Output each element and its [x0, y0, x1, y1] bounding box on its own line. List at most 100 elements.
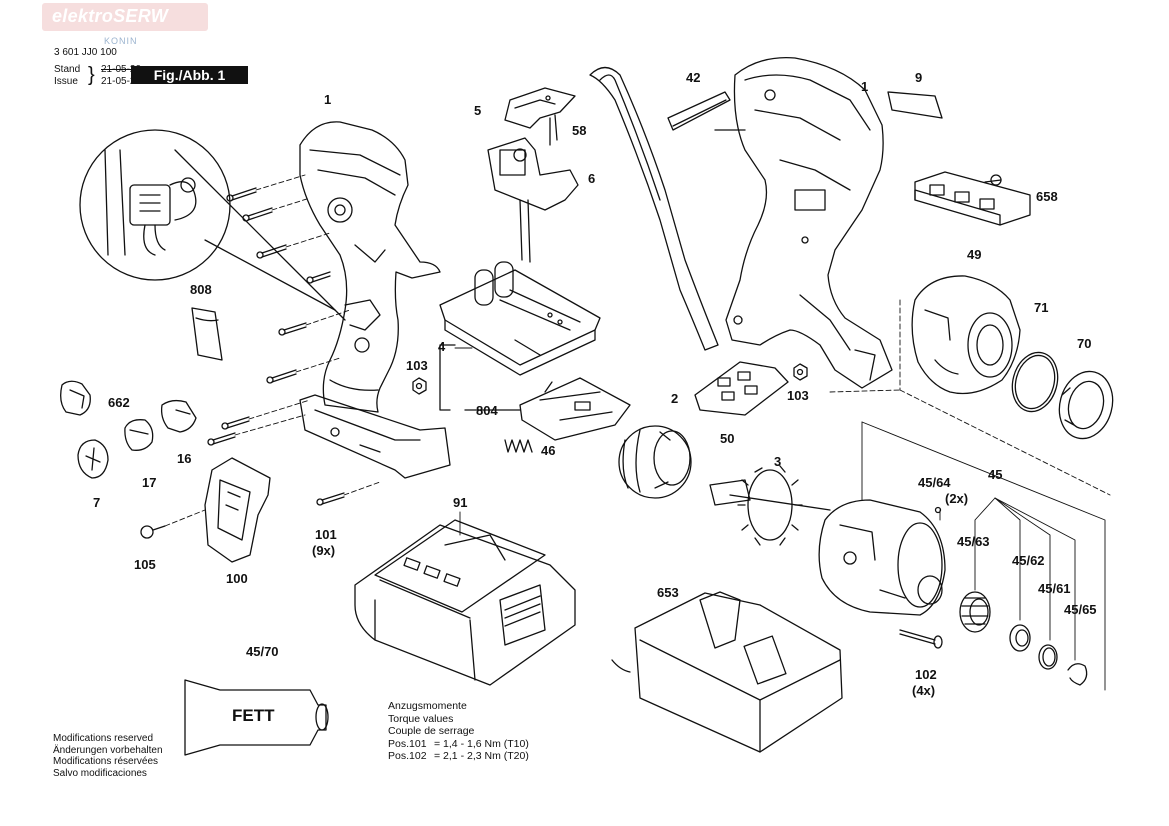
drawing-number: 3 601 JJ0 100 [54, 47, 117, 58]
stand-date: 21-05-20 [101, 64, 142, 75]
torque-pos-101: Pos.101 [388, 737, 427, 750]
torque-values: Anzugsmomente Torque values Couple de se… [388, 700, 529, 763]
brace-icon: } [88, 64, 95, 86]
part-label-45-65: 45/65 [1064, 602, 1097, 617]
cover-leaders [829, 299, 1111, 496]
torque-title-fr: Couple de serrage [388, 725, 475, 737]
ring-70 [1058, 370, 1114, 440]
screw-102 [899, 629, 943, 649]
gear-rings [934, 506, 1088, 686]
part-label-105: 105 [134, 557, 156, 572]
part-label-9: 9 [915, 70, 923, 85]
part-label-662: 662 [108, 395, 130, 410]
detail-magnifier [79, 129, 346, 321]
part-label-103-left: 103 [406, 358, 428, 373]
part-label-5: 5 [474, 103, 482, 118]
small-left-parts [60, 380, 197, 479]
ring-71 [1011, 351, 1059, 413]
torque-title-de: Anzugsmomente [388, 700, 467, 712]
part-label-3: 3 [774, 454, 782, 469]
label-42 [667, 91, 731, 131]
part-label-42: 42 [686, 70, 701, 85]
part-label-6: 6 [588, 171, 596, 186]
torque-val-101: = 1,4 - 1,6 Nm (T10) [434, 737, 529, 750]
part-label-58: 58 [572, 123, 587, 138]
screws-101 [207, 187, 345, 506]
modifications-es: Salvo modificaciones [53, 767, 147, 779]
part-label-101-qty: (9x) [312, 543, 336, 558]
part-label-4: 4 [438, 339, 446, 354]
stator-2 [618, 425, 692, 499]
part-label-91: 91 [453, 495, 468, 510]
foot-50 [694, 361, 789, 416]
part-label-100: 100 [226, 571, 248, 586]
part-label-7: 7 [93, 495, 101, 510]
label-808 [191, 307, 223, 361]
housing-foot [299, 394, 451, 479]
switch-6 [487, 137, 579, 263]
gear-housing-45 [818, 499, 946, 616]
torque-pos-102: Pos.102 [388, 750, 427, 762]
part-label-50: 50 [720, 431, 735, 446]
part-label-49: 49 [967, 247, 982, 262]
part-label-102: 102 [915, 667, 937, 682]
part-label-45-61: 45/61 [1038, 581, 1071, 596]
part-label-808: 808 [190, 282, 212, 297]
part-label-103-right: 103 [787, 388, 809, 403]
brand-sublabel: KONIN [104, 36, 138, 46]
part-label-653: 653 [657, 585, 679, 600]
torque-title-en: Torque values [388, 712, 454, 725]
stand-label: Stand [54, 64, 81, 75]
part-label-71: 71 [1034, 300, 1049, 315]
part-label-45: 45 [988, 467, 1003, 482]
modifications-en: Modifications reserved [53, 733, 154, 744]
part-label-45-62: 45/62 [1012, 553, 1045, 568]
spring-46 [504, 439, 533, 453]
part-label-45-63: 45/63 [957, 534, 990, 549]
part-label-16: 16 [177, 451, 192, 466]
electronics-module-4 [439, 261, 601, 411]
belt-clip-100 [140, 457, 271, 563]
modifications-de: Änderungen vorbehalten [53, 744, 163, 756]
part-label-45-70: 45/70 [246, 644, 279, 659]
strap-58 [589, 66, 719, 351]
nuts-103 [412, 363, 808, 395]
figure-label: Fig./Abb. 1 [131, 66, 248, 84]
grease-tube [184, 679, 329, 756]
battery-91 [354, 519, 576, 686]
gear-leaders [861, 421, 1106, 691]
part-label-658: 658 [1036, 189, 1058, 204]
part-label-17: 17 [142, 475, 157, 490]
holder-658 [914, 171, 1031, 226]
rotor-3 [709, 465, 831, 546]
part-label-46: 46 [541, 443, 556, 458]
part-label-101: 101 [315, 527, 337, 542]
part-label-45-64: 45/64 [918, 475, 951, 490]
charger-653 [611, 591, 843, 753]
torque-val-102: = 2,1 - 2,3 Nm (T20) [434, 750, 529, 762]
board-804 [464, 377, 631, 441]
issue-date: 21-05-27 [101, 76, 142, 87]
housing-left-half [299, 121, 441, 413]
housing-right-half [714, 56, 893, 389]
switch-lever-5 [504, 87, 576, 146]
brand-name: elektroSERW [52, 6, 169, 26]
torque-row-101: Pos.101 = 1,4 - 1,6 Nm (T10) [388, 738, 529, 751]
part-label-102-qty: (4x) [912, 683, 936, 698]
screw-leaders [234, 174, 381, 496]
part-label-804: 804 [476, 403, 498, 418]
torque-row-102: Pos.102 = 2,1 - 2,3 Nm (T20) [388, 750, 529, 763]
part-label-1-left: 1 [324, 92, 332, 107]
brand-banner [42, 3, 208, 31]
label-9 [887, 91, 943, 119]
cover-49 [911, 275, 1021, 395]
part-label-2: 2 [671, 391, 679, 406]
grease-label: FETT [232, 706, 275, 725]
part-label-45-64-qty: (2x) [945, 491, 969, 506]
part-label-1-right: 1 [861, 79, 869, 94]
issue-label: Issue [54, 76, 78, 87]
modifications-fr: Modifications réservées [53, 756, 159, 767]
part-label-70: 70 [1077, 336, 1092, 351]
